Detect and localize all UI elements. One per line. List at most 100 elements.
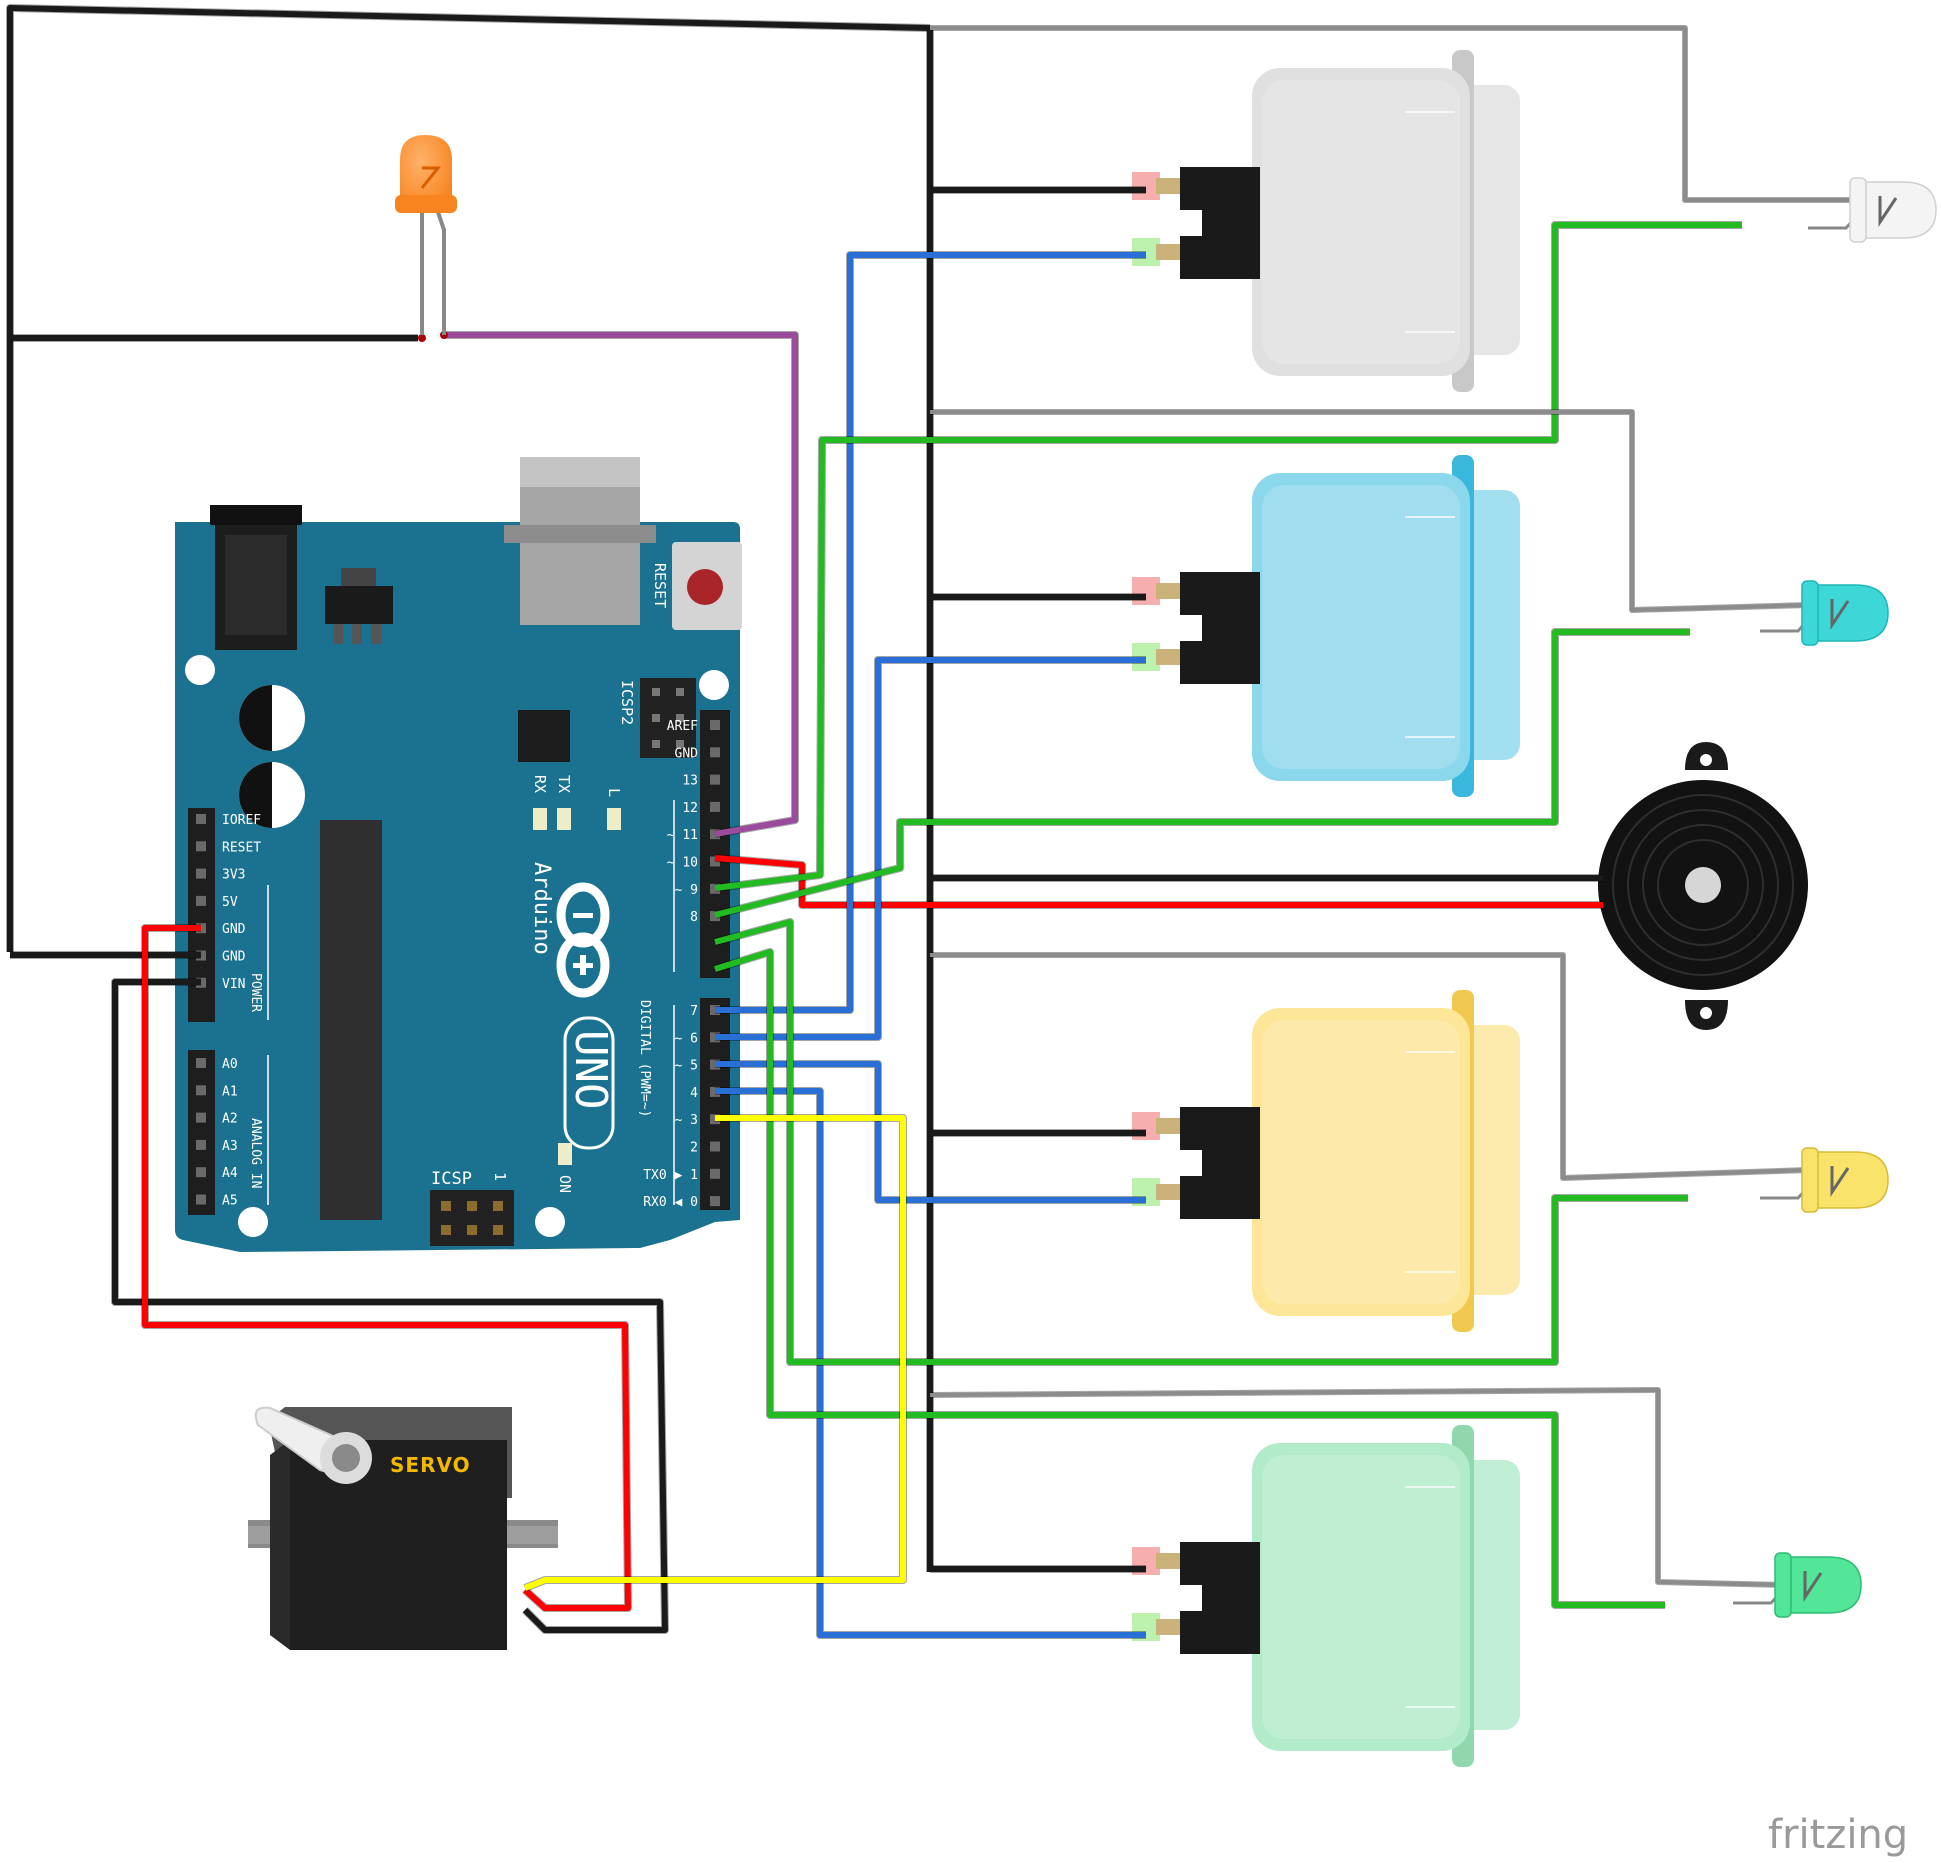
atmega-chip bbox=[320, 820, 382, 1220]
icsp2-header bbox=[640, 678, 696, 758]
usb-connector bbox=[504, 457, 656, 625]
digital-pin bbox=[710, 1168, 720, 1179]
digital-pin-label: ~ 5 bbox=[675, 1059, 698, 1074]
green-led-gray-wire[interactable] bbox=[929, 1388, 1786, 1587]
on-led bbox=[558, 1143, 572, 1165]
analog-pin-label: A0 bbox=[222, 1057, 238, 1072]
mounting-hole bbox=[535, 1207, 565, 1237]
pin13-to-led-wire[interactable] bbox=[444, 332, 798, 837]
reset-label: RESET bbox=[651, 563, 669, 608]
digital-pin-label: ~ 9 bbox=[675, 883, 698, 898]
analog-pin bbox=[196, 1167, 206, 1178]
analog-pin bbox=[196, 1085, 206, 1096]
digital-pin bbox=[710, 883, 720, 894]
uno-outline bbox=[563, 1016, 615, 1150]
power-pin bbox=[196, 868, 206, 879]
icsp-label: ICSP bbox=[431, 1169, 472, 1189]
power-pin-label: 5V bbox=[222, 895, 238, 910]
power-jack bbox=[210, 505, 302, 650]
cyan-led-gray-wire[interactable] bbox=[930, 410, 1809, 612]
reset-button[interactable] bbox=[672, 542, 742, 630]
power-pin bbox=[196, 895, 206, 906]
arcade-button-green[interactable] bbox=[1132, 1425, 1520, 1767]
analog-header bbox=[188, 1050, 215, 1215]
pin8-green-led-wire[interactable] bbox=[714, 949, 1665, 1608]
digital-pin-label: 13 bbox=[682, 774, 698, 789]
pin7-button1-wire[interactable] bbox=[715, 252, 1146, 1013]
led-cyan bbox=[1760, 580, 1889, 646]
analog-pin-label: A1 bbox=[222, 1084, 238, 1099]
arcade-button-white[interactable] bbox=[1132, 50, 1520, 392]
pin5-button3-wire[interactable] bbox=[715, 1061, 1146, 1203]
usb-chip bbox=[518, 710, 570, 762]
servo-gnd-wire[interactable] bbox=[112, 979, 668, 1633]
digital-pin bbox=[710, 1196, 720, 1207]
pin11-white-led-wire[interactable] bbox=[714, 222, 1742, 891]
digital-pin-label: 8 bbox=[690, 910, 698, 925]
arduino-brand-label: Arduino bbox=[529, 862, 554, 955]
tx-led bbox=[557, 808, 571, 830]
arcade-button-blue[interactable] bbox=[1132, 455, 1520, 797]
board-outline bbox=[175, 522, 740, 1252]
analog-pin bbox=[196, 1139, 206, 1150]
fritzing-watermark: fritzing bbox=[1768, 1812, 1908, 1858]
piezo-buzzer bbox=[1598, 742, 1808, 1030]
digital-pin-label: GND bbox=[675, 746, 699, 761]
digital-pin bbox=[710, 747, 720, 758]
analog-pin-label: A3 bbox=[222, 1139, 238, 1154]
gnd-wire-main[interactable] bbox=[7, 5, 931, 952]
digital-section-label: DIGITAL (PWM=~) bbox=[637, 1000, 652, 1117]
digital-pin-label: ~ 6 bbox=[675, 1031, 698, 1046]
digital-pin-label: RX0 ◀ 0 bbox=[643, 1195, 698, 1210]
power-pin-label: RESET bbox=[222, 840, 261, 855]
digital-pin bbox=[710, 911, 720, 922]
digital-pin-label: 4 bbox=[690, 1086, 698, 1101]
analog-pin bbox=[196, 1058, 206, 1068]
capacitor bbox=[239, 762, 305, 828]
uno-label: UNO bbox=[565, 1030, 616, 1109]
yellow-led-gray-wire[interactable] bbox=[930, 953, 1809, 1180]
servo-label: SERVO bbox=[390, 1453, 471, 1477]
power-pin-label: GND bbox=[222, 922, 246, 937]
pin8-green-led-wire-shadow bbox=[713, 948, 1665, 1609]
pin6-button2-wire[interactable] bbox=[715, 657, 1146, 1040]
icsp-pin1-label: 1 bbox=[491, 1172, 509, 1181]
servo-5v-wire[interactable] bbox=[142, 925, 631, 1611]
tx-label: TX bbox=[555, 775, 573, 793]
led-white bbox=[1808, 177, 1937, 243]
analog-pin bbox=[196, 1112, 206, 1123]
digital-pin-label: ~ 10 bbox=[667, 856, 698, 871]
digital-pin-label: 7 bbox=[690, 1004, 698, 1019]
pin12-to-buzzer-wire[interactable] bbox=[714, 855, 1603, 908]
on-label: ON bbox=[556, 1175, 574, 1193]
digital-pin bbox=[710, 829, 720, 840]
pin10-cyan-led-wire[interactable] bbox=[714, 629, 1690, 918]
pin3-servo-signal-wire[interactable] bbox=[523, 1115, 906, 1591]
power-pin-label: 3V3 bbox=[222, 868, 245, 883]
digital-pin bbox=[710, 1141, 720, 1152]
indicator-leds bbox=[1733, 177, 1937, 1618]
led-orange bbox=[395, 135, 457, 335]
power-pin-label: GND bbox=[222, 950, 246, 965]
digital-pin-label: ~ 11 bbox=[667, 828, 698, 843]
digital-pin bbox=[710, 774, 720, 785]
mounting-hole bbox=[185, 655, 215, 685]
led-green bbox=[1733, 1552, 1862, 1618]
mounting-hole bbox=[238, 1207, 268, 1237]
analog-pin-label: A4 bbox=[222, 1166, 238, 1181]
l-label: L bbox=[605, 788, 623, 797]
arcade-button-yellow[interactable] bbox=[1132, 990, 1520, 1332]
digital-pin bbox=[710, 856, 720, 867]
digital-pin bbox=[710, 801, 720, 812]
pin9-yellow-led-wire[interactable] bbox=[714, 919, 1688, 1365]
digital-pin-label: AREF bbox=[667, 719, 698, 734]
l-led bbox=[607, 808, 621, 830]
icsp-header bbox=[430, 1190, 514, 1246]
led-yellow bbox=[1760, 1147, 1889, 1213]
digital-pin-label: ~ 3 bbox=[675, 1113, 698, 1128]
power-header bbox=[188, 808, 215, 1022]
power-pin-label: VIN bbox=[222, 977, 245, 992]
arduino-logo-icon bbox=[556, 882, 610, 998]
